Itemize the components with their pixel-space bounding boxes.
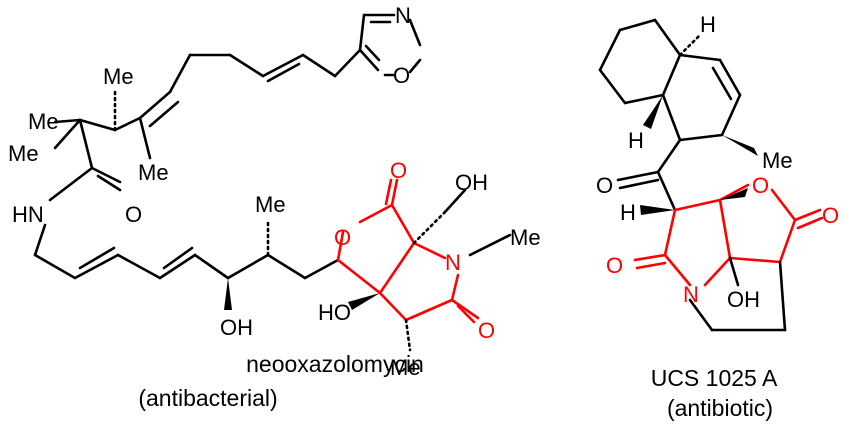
alpha-hydrogen: H — [620, 200, 636, 225]
hydroxyl-label-2: OH — [455, 170, 488, 195]
lactam-carbonyl-oxygen: O — [478, 318, 495, 343]
methyl-label-3: Me — [8, 141, 39, 166]
quaternary-region: Me Me Me Me O HN — [8, 64, 169, 227]
oxazole-oxygen: O — [393, 63, 410, 88]
decalin-rings: H H Me — [598, 12, 793, 174]
ketone-linker: O H — [596, 170, 677, 225]
neooxazolomycin-structure: N O Me Me M — [8, 3, 541, 411]
bicyclic-lactone-lactam: O O N O OH Me HO Me — [318, 158, 541, 380]
methyl-label-5: Me — [255, 192, 286, 217]
methyl-label: Me — [762, 148, 793, 173]
ucs1025a-structure: H H Me O H — [596, 12, 839, 421]
side-chain-upper — [113, 48, 362, 160]
hydroxyl-label-3: HO — [318, 300, 351, 325]
compound-name-1: neooxazolomycin — [246, 351, 424, 377]
methyl-label-1: Me — [103, 64, 134, 89]
hydroxyl-label-1: OH — [220, 315, 253, 340]
compound-activity-1: (antibacterial) — [138, 385, 277, 411]
pyrrolidine-nitrogen: N — [683, 282, 699, 307]
amide-nh: HN — [12, 202, 44, 227]
ring-junction-hydrogen-mid: H — [628, 128, 644, 153]
compound-activity-2: (antibiotic) — [667, 395, 773, 421]
lactone-carbonyl-oxygen: O — [822, 203, 839, 228]
oxazole-ring: N O — [358, 3, 422, 88]
lactone-carbonyl-oxygen: O — [390, 158, 407, 183]
methyl-label-2: Me — [28, 109, 59, 134]
ketone-oxygen: O — [596, 173, 613, 198]
amide-oxygen: O — [125, 202, 142, 227]
n-methyl-label: Me — [510, 225, 541, 250]
lactam-nitrogen: N — [445, 250, 461, 275]
lactone-ring-oxygen: O — [752, 173, 769, 198]
oxazole-nitrogen: N — [395, 3, 411, 28]
compound-name-2: UCS 1025 A — [651, 365, 778, 391]
methyl-label-4: Me — [138, 160, 169, 185]
hydroxyl-label: OH — [727, 287, 760, 312]
ring-junction-hydrogen-top: H — [700, 12, 716, 37]
lactam-carbonyl-oxygen: O — [606, 253, 623, 278]
lactone-ring-oxygen: O — [334, 225, 351, 250]
side-chain-lower: OH Me — [33, 192, 340, 340]
tricyclic-core: O O O N OH — [606, 173, 839, 332]
ring-methyl-label: Me — [390, 355, 421, 380]
